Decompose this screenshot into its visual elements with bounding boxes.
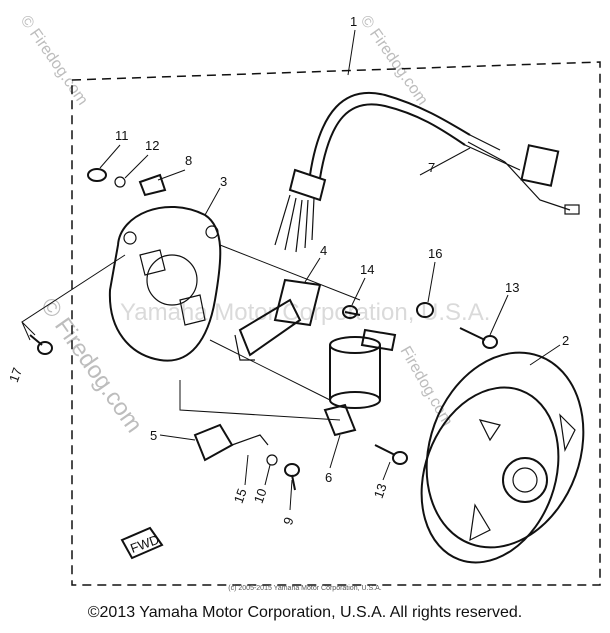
label-part-7: 7 bbox=[428, 160, 435, 175]
label-part-5: 5 bbox=[150, 428, 157, 443]
stator-plate bbox=[108, 206, 222, 362]
label-part-6: 6 bbox=[325, 470, 332, 485]
wire-harness bbox=[274, 91, 580, 253]
label-part-14: 14 bbox=[360, 262, 374, 277]
contact-breaker bbox=[193, 423, 269, 462]
label-part-11: 11 bbox=[115, 128, 129, 143]
label-part-9: 9 bbox=[280, 515, 297, 527]
label-part-8: 8 bbox=[185, 153, 192, 168]
small-hardware bbox=[29, 168, 498, 491]
fwd-stamp: FWD bbox=[120, 526, 164, 560]
label-part-3: 3 bbox=[220, 174, 227, 189]
flywheel-rotor bbox=[420, 351, 585, 564]
watermark-top-right: © Firedog.com bbox=[357, 13, 431, 109]
watermark-top-left: © Firedog.com bbox=[17, 13, 91, 109]
assembly-outline bbox=[71, 61, 601, 586]
label-part-17: 17 bbox=[6, 366, 25, 385]
label-part-1: 1 bbox=[350, 14, 357, 29]
copyright-notice: ©2013 Yamaha Motor Corporation, U.S.A. A… bbox=[87, 604, 523, 621]
leader-lines bbox=[21, 29, 561, 511]
label-part-16: 16 bbox=[428, 246, 442, 261]
label-part-15: 15 bbox=[231, 487, 250, 506]
label-part-12: 12 bbox=[145, 138, 159, 153]
label-part-10: 10 bbox=[251, 487, 270, 506]
watermark-center: Yamaha Motor Corporation, U.S.A. bbox=[120, 299, 490, 326]
label-part-2: 2 bbox=[562, 333, 569, 348]
label-part-13-top: 13 bbox=[505, 280, 519, 295]
label-part-13-bottom: 13 bbox=[371, 482, 390, 501]
label-part-4: 4 bbox=[320, 243, 327, 258]
small-copyright: (c) 2005-2015 Yamaha Motor Corporation, … bbox=[228, 585, 382, 592]
watermark-right: Firedog.com bbox=[397, 344, 456, 430]
